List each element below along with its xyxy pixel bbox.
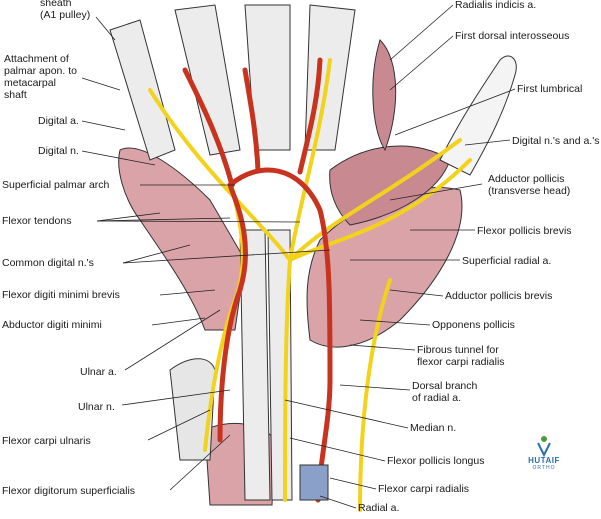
label-flexor-pollicis-brevis: Flexor pollicis brevis — [477, 225, 572, 237]
label-sheath: sheath (A1 pulley) — [40, 0, 91, 21]
label-abductor-digiti-minimi: Abductor digiti minimi — [2, 319, 102, 331]
label-superficial-palmar-arch: Superficial palmar arch — [2, 179, 110, 191]
label-radialis-indicis: Radialis indicis a. — [455, 0, 537, 11]
flexor-carpi-ulnaris-muscle — [169, 358, 216, 461]
thumb — [439, 55, 517, 176]
label-fibrous-tunnel: Fibrous tunnel for flexor carpi radialis — [417, 344, 505, 368]
label-flexor-digiti-minimi-brevis: Flexor digiti minimi brevis — [2, 289, 120, 301]
label-median-n: Median n. — [410, 422, 457, 434]
label-flexor-carpi-ulnaris: Flexor carpi ulnaris — [2, 435, 91, 447]
logo-sub-text: ORTHO — [532, 465, 556, 471]
label-digital-ns-as: Digital n.'s and a.'s — [512, 135, 600, 147]
label-adductor-pollicis: Adductor pollicis (transverse head) — [488, 173, 571, 197]
flexor-tendons — [109, 4, 356, 501]
label-first-lumbrical: First lumbrical — [517, 83, 583, 95]
hutaif-logo-icon — [537, 436, 551, 458]
label-common-digital-ns: Common digital n.'s — [2, 257, 94, 269]
label-first-dorsal-interosseous: First dorsal interosseous — [455, 30, 570, 42]
label-abductor-pollicis-brevis: Adductor pollicis brevis — [445, 290, 553, 302]
label-opponens-pollicis: Opponens pollicis — [432, 319, 515, 331]
label-ulnar-n: Ulnar n. — [78, 401, 115, 413]
label-dorsal-branch: Dorsal branch of radial a. — [412, 380, 478, 404]
label-flexor-digitorum-superficialis: Flexor digitorum superficialis — [2, 485, 136, 497]
label-attachment: Attachment of palmar apon. to metacarpal… — [4, 53, 77, 101]
label-flexor-pollicis-longus: Flexor pollicis longus — [387, 455, 485, 467]
first-dorsal-interosseous-muscle — [372, 39, 397, 152]
label-flexor-carpi-radialis: Flexor carpi radialis — [378, 483, 470, 495]
label-superficial-radial-a: Superficial radial a. — [462, 255, 552, 267]
arteries — [182, 57, 333, 503]
radial-sheath — [299, 464, 329, 501]
hypothenar-muscles — [118, 147, 246, 331]
label-flexor-tendons: Flexor tendons — [2, 215, 72, 227]
logo-brand-text: HUTAIF — [528, 456, 560, 465]
label-digital-a: Digital a. — [38, 115, 79, 127]
brand-logo: HUTAIF ORTHO — [520, 430, 568, 471]
leader-lines — [81, 4, 516, 509]
label-ulnar-a: Ulnar a. — [80, 366, 117, 378]
label-radial-a: Radial a. — [358, 502, 400, 514]
label-digital-n: Digital n. — [38, 145, 79, 157]
